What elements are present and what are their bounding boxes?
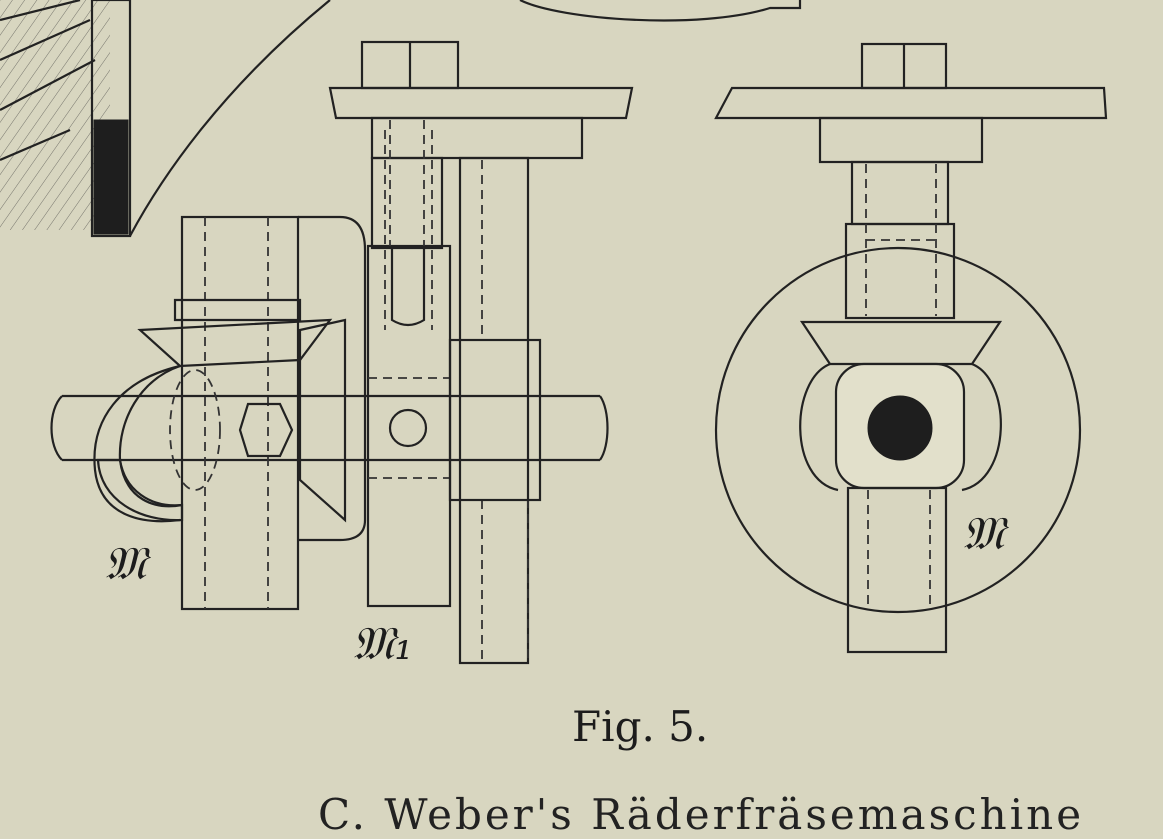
- label-right-wheel: 𝔐: [962, 506, 1005, 560]
- label-left-wheel: 𝔐: [104, 536, 147, 590]
- running-text-line: C. Weber's Räderfräsemaschine: [318, 790, 1085, 839]
- figure-caption: Fig. 5.: [572, 702, 709, 751]
- side-view: [50, 40, 634, 665]
- label-center-part: 𝔐₁: [352, 616, 413, 670]
- frame-fragment-top-left: [0, 0, 802, 238]
- front-view: [714, 42, 1108, 654]
- technical-drawing: [0, 0, 1108, 665]
